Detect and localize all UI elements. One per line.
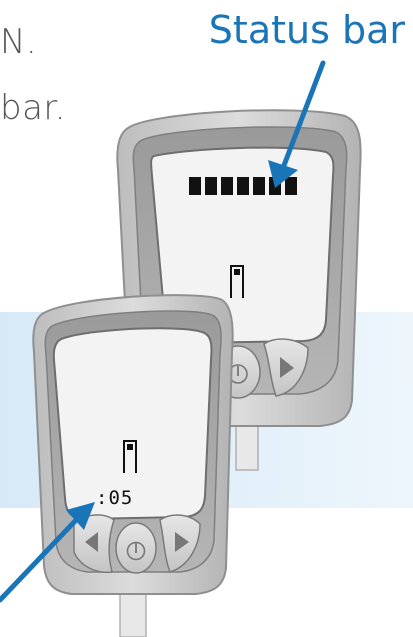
status-bar-segment	[253, 177, 265, 195]
front-meter	[33, 295, 232, 637]
status-bar-segment	[205, 177, 217, 195]
back-meter-strip-port	[236, 420, 258, 470]
status-bar-segment	[189, 177, 201, 195]
status-bar-segment	[221, 177, 233, 195]
front-meter-strip-port	[120, 590, 146, 637]
timer-readout: :05	[96, 487, 133, 509]
status-bar-segment	[285, 177, 297, 195]
status-bar-segment	[237, 177, 249, 195]
